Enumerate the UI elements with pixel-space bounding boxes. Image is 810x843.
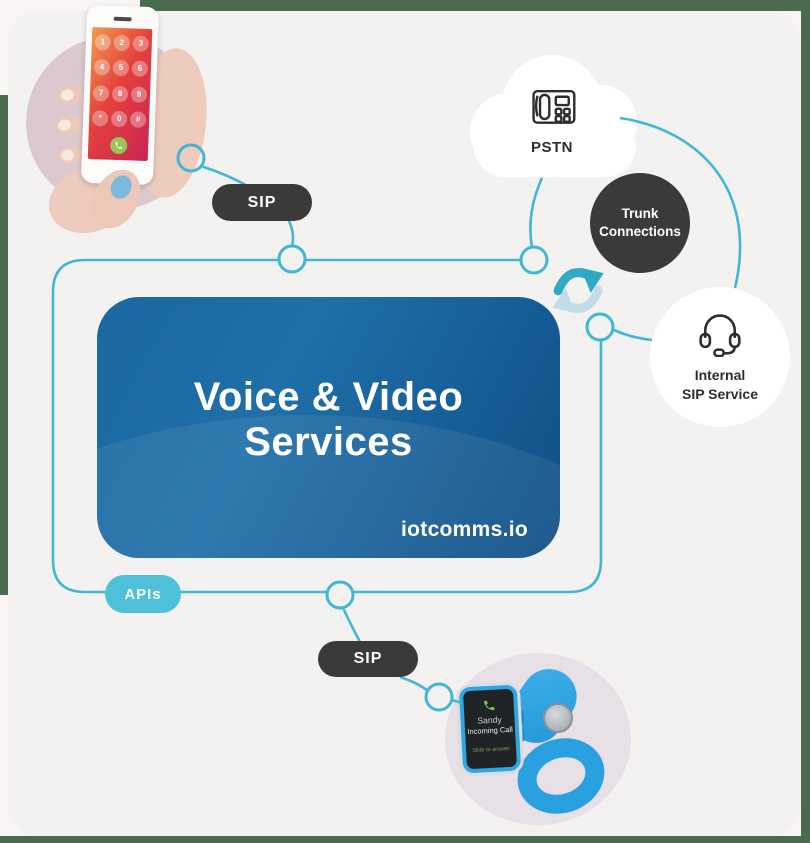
connector-sip-to-loop [287,220,295,247]
watch-crown [543,703,573,733]
connector-sip2-to-node [399,675,429,693]
junction-node [585,312,615,342]
call-icon [483,700,494,711]
keypad-call-button [109,136,128,154]
trunk-label-line2: Connections [599,224,681,239]
apis-label: APIs [105,575,181,613]
brand-label: iotcomms.io [401,518,528,541]
frame-edge-top [140,0,810,11]
pstn-cloud: PSTN [470,55,640,177]
box-title: Voice & Video Services [194,375,464,465]
internal-sip-service-circle: Internal SIP Service [650,287,790,427]
connector-cloud-to-internal [619,116,742,289]
pstn-label: PSTN [530,139,573,156]
box-title-line2: Services [244,419,413,464]
internal-sip-label-line1: Internal [694,367,746,384]
voice-video-services-box: Voice & Video Services iotcomms.io [97,297,560,558]
junction-node [424,682,454,712]
desk-phone-icon [528,83,578,134]
sip-label-bottom: SIP [318,641,418,677]
connector-main-loop [51,258,603,594]
junction-node [325,580,355,610]
smartwatch-photo: Sandy Incoming Call Slide to answer [445,653,631,825]
connector-loop-to-cloud [529,177,544,248]
junction-node [277,244,307,274]
frame-edge-left [0,95,8,595]
watch-side-button [519,711,524,724]
frame-edge-bottom [0,836,810,843]
connector-node-to-internal [613,328,653,342]
frame-edge-right [801,0,810,843]
trunk-connections-circle: Trunk Connections [590,173,690,273]
internal-sip-label-line2: SIP Service [681,385,759,402]
watch-case: Sandy Incoming Call Slide to answer [455,681,525,777]
sip-label-top: SIP [212,184,312,221]
watch-screen: Sandy Incoming Call Slide to answer [462,688,518,770]
box-title-line1: Voice & Video [193,374,464,419]
connector-loop-to-sip2 [341,607,362,643]
sync-arrows-icon [552,267,604,314]
trunk-label-line1: Trunk [621,206,659,222]
headset-icon [696,311,744,361]
junction-node [176,143,206,173]
junction-node [519,245,549,275]
connector-node-to-watch [451,698,463,705]
